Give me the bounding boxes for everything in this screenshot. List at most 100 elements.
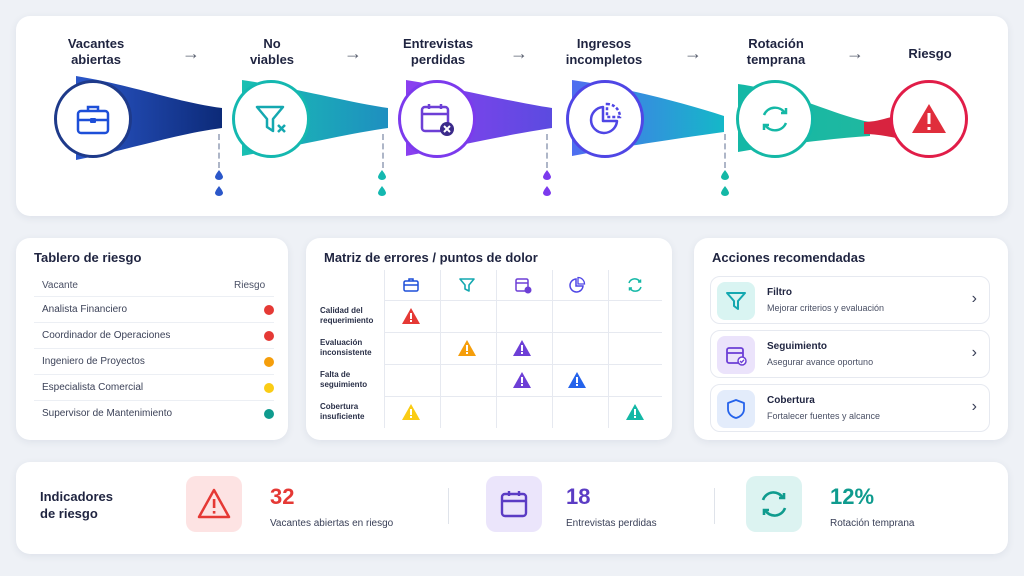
divider: [448, 488, 449, 524]
action-seguimiento[interactable]: Seguimiento Asegurar avance oportuno ›: [710, 330, 990, 378]
drop-icon: [215, 170, 223, 180]
matrix-row-label: Falta de seguimiento: [320, 370, 368, 389]
matrix-row-label: Cobertura insuficiente: [320, 402, 365, 421]
refresh-icon: [762, 106, 788, 132]
funnel-card: Vacantes abiertas No viables Entrevistas…: [16, 16, 1008, 216]
action-icon-box: [717, 390, 755, 428]
kpi-icon-box: [486, 476, 542, 532]
stage-circle-no-viables: [232, 80, 310, 158]
vacante-name: Especialista Comercial: [42, 382, 144, 393]
grid-line: [440, 270, 441, 428]
chevron-right-icon[interactable]: ›: [971, 398, 977, 415]
warning-icon: [197, 488, 231, 519]
table-row[interactable]: Ingeniero de Proyectos: [34, 348, 274, 374]
warning-icon: [513, 372, 531, 388]
calendar-check-icon: [726, 347, 747, 366]
arrow-right-icon: →: [684, 43, 702, 63]
kpi-title: Indicadores de riesgo: [40, 489, 113, 521]
refresh-icon: [761, 491, 787, 517]
pie-chart-icon: [569, 276, 586, 293]
action-icon-box: [717, 282, 755, 320]
stage-label-3: Entrevistas perdidas: [402, 36, 474, 67]
risk-dot: [264, 305, 274, 315]
calendar-x-icon: [515, 278, 532, 294]
vacante-name: Analista Financiero: [42, 304, 128, 315]
grid-line: [552, 270, 553, 428]
stage-circle-entrevistas: [398, 80, 476, 158]
kpi-value: 32: [270, 484, 295, 509]
table-row[interactable]: Supervisor de Mantenimiento: [34, 400, 274, 426]
chevron-right-icon[interactable]: ›: [971, 290, 977, 307]
pie-chart-icon: [589, 102, 622, 135]
calendar-icon: [500, 491, 528, 518]
briefcase-icon: [403, 278, 419, 292]
refresh-icon: [628, 278, 642, 292]
divider: [714, 488, 715, 524]
risk-board-card: Tablero de riesgo Vacante Riesgo Analist…: [16, 238, 288, 440]
arrow-right-icon: →: [182, 43, 200, 63]
drop-icon: [721, 186, 729, 196]
drip-line: [218, 134, 220, 168]
stage-label-1: Vacantes abiertas: [67, 36, 125, 67]
kpi-value: 18: [566, 484, 591, 509]
table-row[interactable]: Analista Financiero: [34, 296, 274, 322]
kpi-label: Entrevistas perdidas: [566, 518, 657, 529]
action-title: Seguimiento: [767, 341, 828, 352]
warning-icon: [402, 308, 420, 324]
warning-icon: [568, 372, 586, 388]
arrow-right-icon: →: [344, 43, 362, 63]
grid-line: [384, 300, 662, 301]
stage-label-5: Rotación temprana: [746, 36, 806, 67]
warning-icon: [626, 404, 644, 420]
warning-icon: [912, 104, 946, 133]
action-subtitle: Asegurar avance oportuno: [767, 357, 874, 367]
shield-icon: [727, 399, 745, 419]
drop-icon: [721, 170, 729, 180]
risk-dot: [264, 383, 274, 393]
kpi-icon-box: [186, 476, 242, 532]
filter-icon: [459, 278, 475, 292]
warning-icon: [402, 404, 420, 420]
kpi-label: Vacantes abiertas en riesgo: [270, 518, 394, 529]
vacante-name: Coordinador de Operaciones: [42, 330, 171, 341]
action-title: Filtro: [767, 287, 792, 298]
vacante-name: Supervisor de Mantenimiento: [42, 408, 173, 419]
drop-icon: [543, 170, 551, 180]
warning-icon: [458, 340, 476, 356]
action-subtitle: Mejorar criterios y evaluación: [767, 303, 885, 313]
vacante-name: Ingeniero de Proyectos: [42, 356, 145, 367]
drip-line: [546, 134, 548, 168]
grid-line: [384, 396, 662, 397]
briefcase-icon: [76, 105, 110, 135]
table-row[interactable]: Coordinador de Operaciones: [34, 322, 274, 348]
matrix-card: Matriz de errores / puntos de dolor Cali…: [306, 238, 672, 440]
drop-icon: [215, 186, 223, 196]
grid-line: [384, 332, 662, 333]
action-filtro[interactable]: Filtro Mejorar criterios y evaluación ›: [710, 276, 990, 324]
stage-label-2: No viables: [249, 36, 295, 67]
actions-title: Acciones recomendadas: [712, 250, 866, 265]
table-row[interactable]: Especialista Comercial: [34, 374, 274, 400]
kpi-label: Rotación temprana: [830, 518, 915, 529]
stage-label-6: Riesgo: [908, 46, 952, 61]
kpi-value: 12%: [830, 484, 875, 509]
kpi-icon-box: [746, 476, 802, 532]
risk-dot: [264, 357, 274, 367]
drip-line: [724, 134, 726, 168]
action-cobertura[interactable]: Cobertura Fortalecer fuentes y alcance ›: [710, 384, 990, 432]
actions-card: Acciones recomendadas Filtro Mejorar cri…: [694, 238, 1008, 440]
drop-icon: [378, 170, 386, 180]
chevron-right-icon[interactable]: ›: [971, 344, 977, 361]
arrow-right-icon: →: [846, 43, 864, 63]
stage-label-4: Ingresos incompletos: [565, 36, 643, 67]
col-vacante: Vacante: [42, 280, 78, 291]
action-subtitle: Fortalecer fuentes y alcance: [767, 411, 881, 421]
grid-line: [496, 270, 497, 428]
kpi-card: Indicadores de riesgo 32 Vacantes abiert…: [16, 462, 1008, 554]
filter-icon: [726, 292, 746, 310]
warning-icon: [513, 340, 531, 356]
drip-line: [382, 134, 384, 168]
col-riesgo: Riesgo: [234, 280, 266, 291]
arrow-right-icon: →: [510, 43, 528, 63]
stage-circle-ingresos: [566, 80, 644, 158]
